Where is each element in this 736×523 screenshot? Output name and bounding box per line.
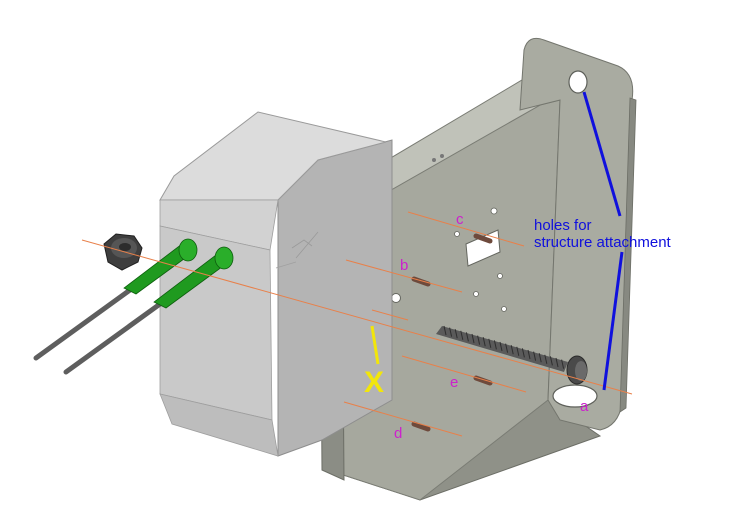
- axis-line-a: [371, 309, 409, 321]
- pin-e: [473, 375, 493, 386]
- annotation-leader-bottom: [602, 251, 624, 391]
- electronics-housing: [159, 111, 393, 457]
- cable-assemblies: [33, 238, 234, 375]
- cable-1: [33, 287, 133, 361]
- marker-leader-line: [370, 325, 380, 365]
- annotation-leader-top: [582, 91, 622, 217]
- attachment-hole-top: [568, 70, 588, 94]
- assembly-axis-lines: [81, 211, 633, 437]
- label-c: c: [456, 211, 464, 228]
- axis-line-d: [343, 401, 463, 437]
- housing-side-marking: [291, 231, 319, 259]
- annotation-line-1: holes for: [534, 217, 592, 234]
- attachment-hole-bottom: [552, 384, 598, 408]
- hex-nut: [103, 233, 143, 271]
- label-a: a: [580, 398, 589, 415]
- bracket-back-flange: [519, 37, 634, 431]
- label-d: d: [394, 425, 402, 442]
- housing-side: [277, 139, 393, 457]
- pin-d: [411, 421, 431, 432]
- part-labels: c b e d a: [394, 211, 589, 442]
- bracket-hole: [440, 154, 444, 158]
- yellow-marker: X: [364, 325, 384, 399]
- marker-x: X: [364, 366, 384, 399]
- bracket-hole: [454, 231, 460, 237]
- bracket-hole: [497, 273, 503, 279]
- bracket-hole: [432, 158, 436, 162]
- cable-2: [63, 301, 163, 375]
- connector-1-head: [178, 238, 198, 262]
- axis-line-c: [407, 211, 525, 247]
- housing-front-chamfer-bottom: [159, 393, 279, 457]
- bolt-thread: [443, 325, 565, 369]
- bracket-hole: [501, 306, 507, 312]
- axis-line-b: [345, 259, 463, 293]
- bracket-hole: [473, 291, 479, 297]
- label-b: b: [400, 257, 408, 274]
- annotation-line-2: structure attachment: [534, 234, 672, 251]
- bracket-back-flange-edge: [619, 97, 637, 413]
- housing-side-marking: [275, 261, 297, 269]
- attachment-annotation: holes for structure attachment: [534, 91, 672, 391]
- axis-line-e: [401, 355, 527, 393]
- nut-hole: [119, 243, 131, 251]
- bracket-hole: [490, 207, 498, 215]
- axis-line-main: [81, 239, 633, 395]
- connector-2-head: [214, 246, 234, 270]
- locating-pins: [411, 233, 493, 432]
- bracket-hole: [391, 293, 401, 303]
- label-e: e: [450, 374, 458, 391]
- bolt-head-face: [575, 361, 587, 381]
- pin-c: [473, 233, 493, 244]
